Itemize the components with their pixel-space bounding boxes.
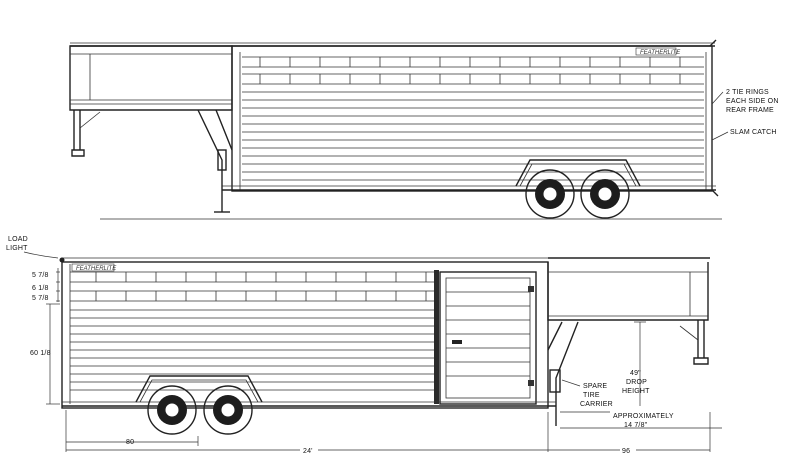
top-wheel-front [525,169,575,219]
top-vent-row-1 [242,56,704,68]
load-light-line-2: LIGHT [6,245,28,252]
dim-vent-3: 5 7/8 [32,295,49,302]
top-body [231,45,713,192]
top-trailer: FEATHERLITE [69,39,722,220]
bottom-brand: FEATHERLITE [76,266,117,272]
top-vent-row-2 [242,73,704,85]
drop-height-line-3: HEIGHT [622,388,650,395]
bottom-body [61,261,549,409]
bottom-vent-row-1 [70,271,438,283]
bottom-fender [135,375,263,403]
spare-tire-line-2: TIRE [583,392,600,399]
dim-vent-1: 5 7/8 [32,272,49,279]
top-front-jack [71,110,85,157]
dim-vent-2: 6 1/8 [32,285,49,292]
dim-24: 24' [303,448,313,455]
dim-96: 96 [622,448,630,455]
slam-catch-label: SLAM CATCH [730,129,777,136]
bottom-wheel-rear [147,385,197,435]
drop-height-line-2: DROP [626,379,647,386]
top-brand: FEATHERLITE [640,50,681,56]
top-siding [242,91,704,181]
dim-height: 60 1/8 [30,350,51,357]
bottom-trailer: FEATHERLITE [59,257,710,435]
bottom-brace [547,321,579,426]
tie-rings-line-1: 2 TIE RINGS [726,89,769,96]
bottom-gooseneck [547,262,709,321]
side-door [439,271,537,405]
tie-rings-line-2: EACH SIDE ON [726,98,779,105]
top-fender [515,159,641,187]
tie-rings-line-3: REAR FRAME [726,107,774,114]
bottom-vent-row-2 [70,290,438,302]
bottom-siding [70,309,438,391]
top-brace [197,109,233,212]
door-hinge-post [434,270,439,404]
bottom-wheel-front [203,385,253,435]
bottom-jack [693,320,709,365]
bottom-callouts: LOAD LIGHT 5 7/8 6 1/8 5 7/8 60 1/8 SPAR… [6,236,722,455]
approx-line-1: APPROXIMATELY [613,413,674,420]
load-light-line-1: LOAD [8,236,28,243]
spare-tire-line-1: SPARE [583,383,607,390]
dim-80: 80 [126,439,134,446]
top-wheel-rear [580,169,630,219]
door-latch [452,340,462,344]
approx-line-2: 14 7/8" [624,422,648,429]
load-light [59,257,65,263]
spare-tire-line-3: CARRIER [580,401,613,408]
spare-tire-carrier [549,369,561,393]
top-callouts: 2 TIE RINGS EACH SIDE ON REAR FRAME SLAM… [711,89,779,141]
drop-height-line-1: 49" [630,370,641,377]
